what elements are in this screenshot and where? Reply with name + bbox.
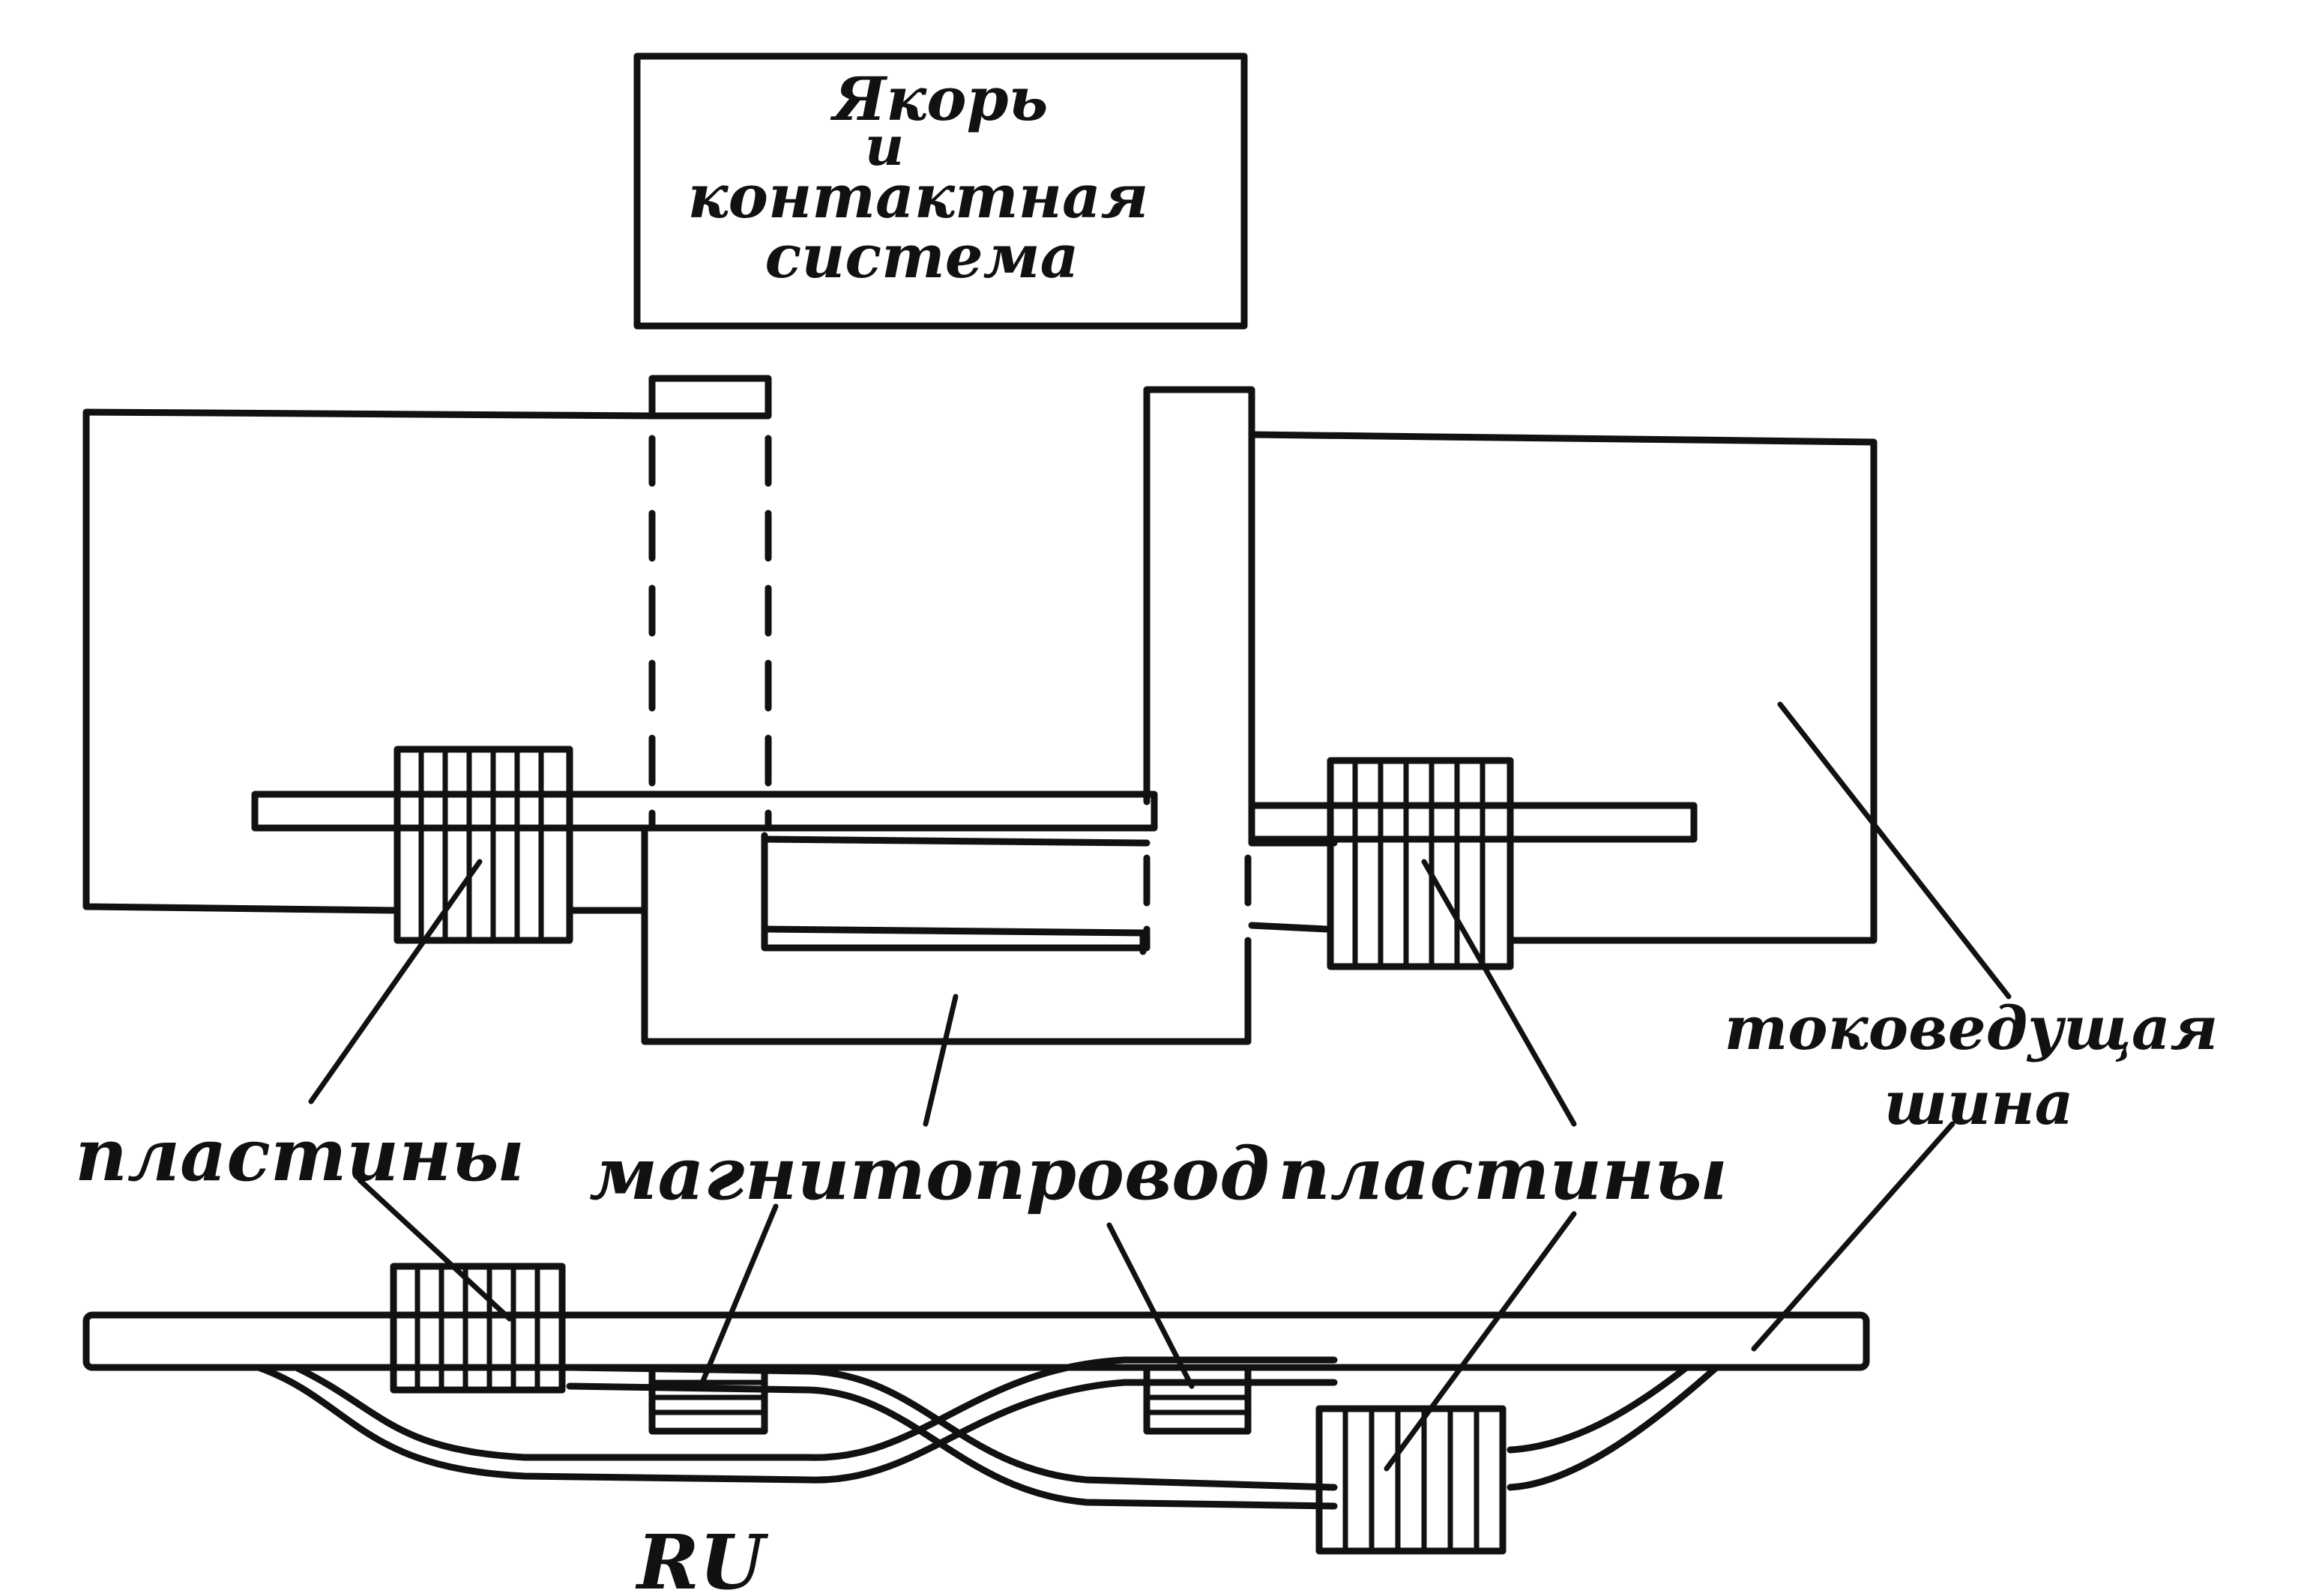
armature-box-line1: Якорь: [830, 64, 1049, 134]
plates-left-side: [390, 1263, 566, 1394]
plates-left-top: [393, 746, 573, 944]
magnetic-core-side-left: [648, 1364, 768, 1435]
label-plates-left: пластины: [75, 1113, 525, 1197]
busbar-top-view: [82, 386, 1878, 944]
armature-box-line3: контактная: [688, 161, 1149, 232]
rods-top-view: [251, 791, 1698, 843]
magnetic-core-side-right: [1143, 1364, 1252, 1435]
label-plates-right: пластины: [1278, 1131, 1728, 1216]
busbar-side-view: [82, 1311, 1870, 1371]
plates-right-top: [1327, 757, 1514, 970]
armature-box-line4: система: [765, 221, 1079, 291]
magnetic-core-top-view: [641, 375, 1252, 1045]
label-magnetic-core: магнитопровод: [589, 1131, 1270, 1216]
plates-right-side: [1315, 1405, 1507, 1555]
armature-box: Якорь и контактная система: [633, 52, 1248, 330]
leader-lines: [308, 701, 2012, 1472]
armature-box-line2: и: [865, 114, 904, 178]
label-region: RU: [635, 1518, 769, 1596]
label-busbar-line1: токоведущая: [1725, 993, 2219, 1063]
label-busbar-line2: шина: [1884, 1068, 2074, 1138]
crossing-conductors: [255, 1356, 1720, 1510]
labels: пластины магнитопровод пластины токоведу…: [75, 993, 2218, 1596]
